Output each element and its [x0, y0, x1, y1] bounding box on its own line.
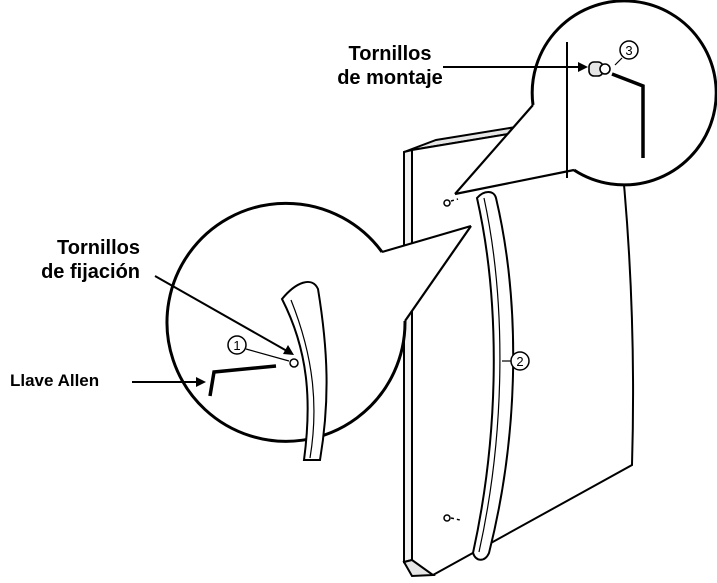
part-3-number: 3 [625, 43, 632, 58]
allen-key-label: Llave Allen [10, 370, 99, 392]
upper-screw-hole [444, 200, 450, 206]
mounting-screws-label: Tornillos de montaje [328, 42, 452, 90]
part-1-number: 1 [233, 338, 240, 353]
set-screw-icon [290, 359, 298, 367]
mounting-screws-label-line-2: de montaje [328, 66, 452, 90]
set-screws-label: Tornillos de fijación [10, 236, 140, 284]
mounting-screw-icon [589, 62, 610, 76]
set-screws-label-line-2: de fijación [10, 260, 140, 284]
mounting-screw-detail-callout: 3 [455, 1, 716, 194]
door-front-face [412, 116, 633, 575]
part-2-number: 2 [516, 354, 523, 369]
set-screws-label-line-1: Tornillos [10, 236, 140, 260]
door-side-edge [404, 150, 412, 562]
mounting-screws-label-line-1: Tornillos [328, 42, 452, 66]
lower-screw-hole [444, 515, 450, 521]
